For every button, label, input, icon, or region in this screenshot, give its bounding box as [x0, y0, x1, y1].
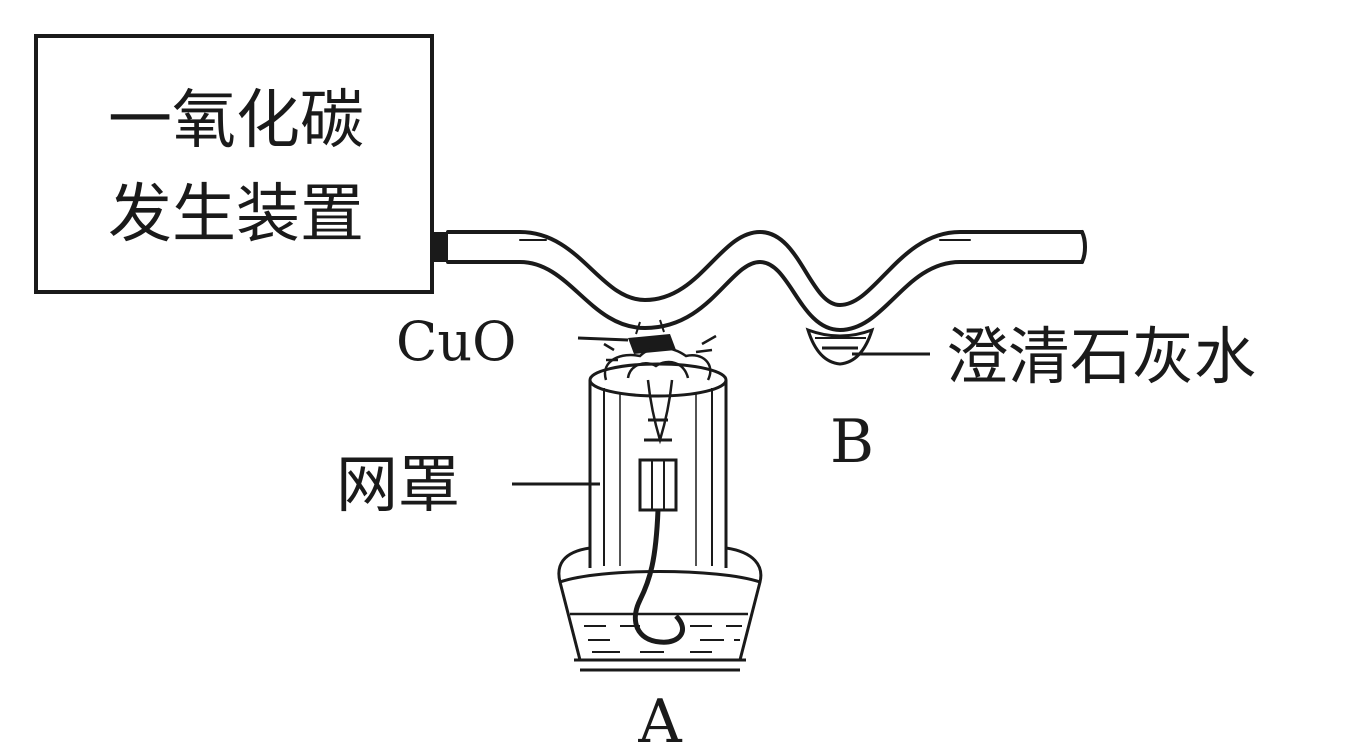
glass-tube [446, 230, 1087, 332]
leader-lines [512, 336, 930, 486]
lamp-neck [559, 570, 761, 584]
wick-holder [638, 418, 678, 512]
lamp-liquid-hatching [584, 625, 742, 653]
lamp-wick [632, 509, 685, 645]
lamp-label-a: A [637, 687, 682, 750]
generator-label-line2: 发生装置 [108, 178, 364, 252]
cuo-label: CuO [396, 310, 516, 373]
generator-box [34, 34, 434, 294]
flame [603, 334, 717, 445]
gauze-cover [588, 362, 728, 568]
gauze-top-rim [588, 362, 728, 398]
gauze-label: 网罩 [336, 448, 460, 521]
limewater-bulb [805, 327, 875, 366]
flame-core [646, 379, 674, 445]
bulb-label-b: B [830, 407, 874, 477]
alcohol-lamp [557, 362, 763, 672]
tube-end [1080, 230, 1087, 264]
cuo-leader [577, 336, 629, 342]
tube-outer-wall [446, 230, 1084, 307]
flame-inner [626, 360, 690, 379]
tube-inner-wall [446, 260, 1084, 332]
lamp-base [574, 658, 746, 672]
generator-label-line1: 一氧化碳 [108, 84, 364, 158]
cuo-powder [628, 334, 676, 354]
limewater-label: 澄清石灰水 [946, 320, 1256, 393]
tube-connector [430, 232, 448, 262]
co-generator: 一氧化碳 发生装置 [34, 34, 448, 294]
